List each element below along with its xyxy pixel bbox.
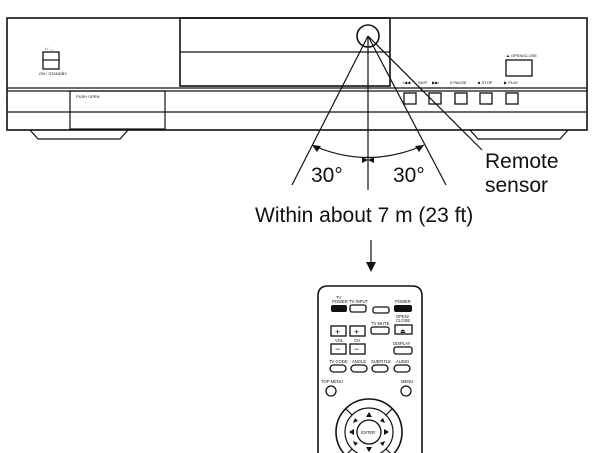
tv-power-button[interactable]: [331, 305, 347, 312]
display-label: DISPLAY: [393, 341, 411, 346]
dpad-divider: [385, 448, 391, 453]
top-menu-label: TOP MENU: [321, 379, 343, 384]
vol-minus-icon: −: [335, 344, 340, 354]
left-boundary-line: [291, 35, 369, 186]
ch-minus-button[interactable]: [349, 343, 366, 355]
power-label: POWER: [395, 299, 411, 304]
vol-plus-icon: +: [335, 327, 340, 337]
tv-input-label: TV INPUT: [349, 299, 369, 304]
ch-label: CH: [354, 338, 360, 343]
enter-label: ENTER: [361, 430, 375, 435]
open-close-button[interactable]: [505, 59, 533, 77]
eject-icon: ⏏: [400, 329, 406, 335]
prev-button[interactable]: [403, 92, 417, 105]
down-left-arrow-icon: [353, 441, 358, 446]
vol-label: VOL: [335, 338, 344, 343]
angle-arc: [311, 144, 425, 158]
up-right-arrow-icon: [380, 418, 385, 423]
next-button[interactable]: [428, 92, 442, 105]
top-menu-button[interactable]: [325, 385, 337, 397]
down-arrow-head: [366, 262, 376, 272]
distance-label: Within about 7 m (23 ft): [255, 204, 473, 227]
left-arrow-icon: [349, 429, 354, 435]
left-foot: [29, 129, 129, 140]
display-button[interactable]: [393, 346, 413, 355]
up-arrow-icon: [366, 412, 372, 417]
power-button[interactable]: [394, 305, 412, 312]
angle-button[interactable]: [350, 364, 368, 373]
dvd-player: I / ◡ ON / STANDBY PUSH OPEN ▲ OPEN/CLOS…: [6, 17, 588, 140]
tv-mute-label: TV MUTE: [371, 321, 390, 326]
power-symbol-label: I / ◡: [45, 46, 53, 51]
center-arc-arrow-left: [362, 157, 368, 163]
tv-code-label: TV CODE: [329, 359, 348, 364]
down-arrow-icon: [366, 447, 372, 452]
tv-code-button[interactable]: [329, 364, 347, 373]
right-boundary-line: [367, 35, 447, 186]
reception-angle: 30° 30° Remote sensor Within about 7 m (…: [255, 35, 559, 272]
audio-button[interactable]: [393, 364, 411, 373]
open-close-remote-button[interactable]: [394, 324, 413, 335]
push-open-flap[interactable]: [69, 90, 166, 130]
pause-button[interactable]: [454, 92, 468, 105]
pause-label: II PAUSE: [450, 80, 467, 85]
blank-button[interactable]: [372, 306, 390, 314]
menu-label: MENU: [401, 379, 413, 384]
audio-label: AUDIO: [396, 359, 410, 364]
tv-mute-button[interactable]: [370, 326, 390, 335]
dpad-divider: [347, 448, 353, 453]
up-left-arrow-icon: [353, 418, 358, 423]
play-button[interactable]: [505, 92, 519, 105]
next-label: ▶▶I: [432, 80, 439, 85]
angle-left-label: 30°: [311, 164, 343, 187]
open-close-remote-label: OPEN/CLOSE: [396, 314, 410, 323]
play-label: ▶ PLAY: [504, 80, 518, 85]
open-close-label: ▲ OPEN/CLOSE: [506, 53, 537, 58]
right-arc-arrow: [415, 145, 424, 152]
sensor-leader-line: [367, 35, 483, 151]
dpad-ring[interactable]: [344, 407, 394, 453]
left-arc-arrow: [312, 145, 321, 152]
remote-body: [317, 285, 423, 453]
center-arc-arrow-right: [368, 157, 374, 163]
tv-input-button[interactable]: [349, 304, 367, 313]
vol-plus-button[interactable]: [330, 325, 347, 337]
push-open-label: PUSH OPEN: [76, 94, 100, 99]
menu-button[interactable]: [400, 385, 412, 397]
ch-minus-icon: −: [354, 344, 359, 354]
remote-sensor-label-line1: Remote: [485, 150, 559, 173]
stop-button[interactable]: [479, 92, 493, 105]
prev-label: I◀◀: [403, 80, 411, 85]
remote-sensor-label-line2: sensor: [485, 174, 548, 197]
player-body: [6, 17, 588, 131]
on-standby-label: ON / STANDBY: [39, 71, 67, 76]
vol-minus-button[interactable]: [330, 343, 347, 355]
ch-plus-icon: +: [354, 327, 359, 337]
right-foot: [469, 129, 569, 140]
skip-label: SKIP: [418, 80, 427, 85]
angle-label: ANGLE: [352, 359, 366, 364]
dpad-outer-ring: [335, 398, 403, 453]
enter-button[interactable]: [356, 419, 382, 445]
down-right-arrow-icon: [380, 441, 385, 446]
dpad-divider: [385, 408, 393, 416]
subtitle-label: SUBTITLE: [371, 359, 391, 364]
ch-plus-button[interactable]: [349, 325, 366, 337]
right-arrow-icon: [384, 429, 389, 435]
stop-label: ■ STOP: [478, 80, 493, 85]
subtitle-button[interactable]: [371, 364, 389, 373]
dpad-divider: [345, 408, 353, 416]
angle-right-label: 30°: [393, 164, 425, 187]
